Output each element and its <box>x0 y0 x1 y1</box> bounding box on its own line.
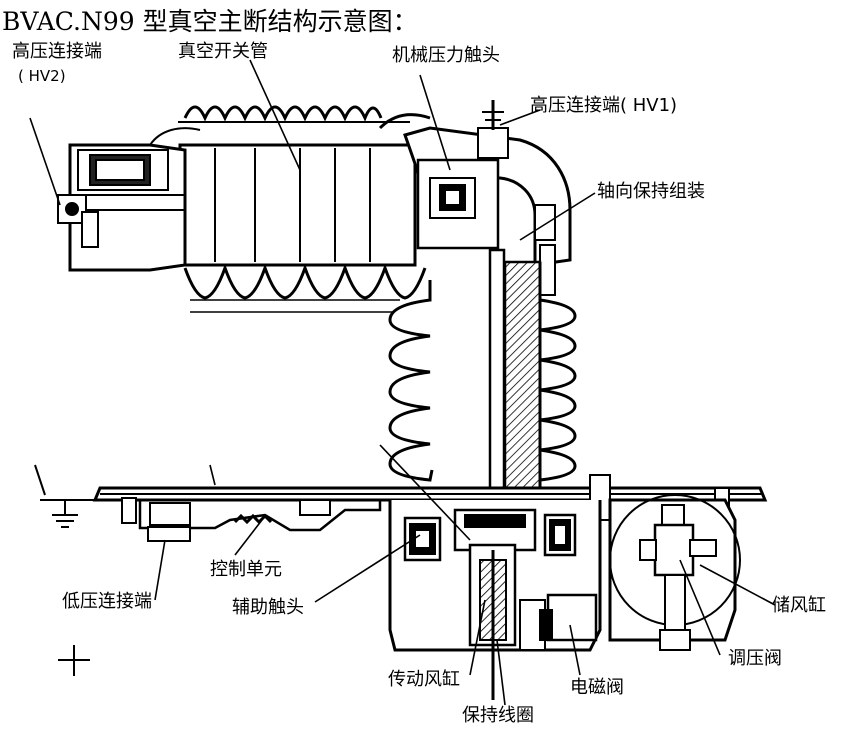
label-hold-coil: 保持线圈 <box>462 705 534 726</box>
label-air-tank: 储风缸 <box>772 595 826 616</box>
vertical-insulator <box>388 248 577 509</box>
label-axial-hold: 轴向保持组装 <box>597 181 705 202</box>
horizontal-insulator <box>178 105 427 313</box>
crosshair-mark <box>58 645 90 676</box>
label-solenoid-valve: 电磁阀 <box>570 677 624 698</box>
label-aux-contact: 辅助触头 <box>232 597 304 618</box>
label-low-voltage: 低压连接端 <box>62 591 152 612</box>
control-unit-body <box>138 499 382 542</box>
ground-symbol <box>34 464 95 528</box>
label-vacuum-tube: 真空开关管 <box>178 41 268 62</box>
label-mech-contact: 机械压力触头 <box>392 45 500 66</box>
label-control-unit: 控制单元 <box>210 559 282 580</box>
label-hv1: 高压连接端( HV1) <box>530 95 678 116</box>
hv2-terminal <box>57 127 201 272</box>
elbow-housing <box>378 100 572 296</box>
leader-lines <box>29 59 776 706</box>
diagram-caption: BVAC.N99 型真空主断结构示意图： <box>2 7 418 36</box>
label-pressure-valve: 调压阀 <box>728 648 782 669</box>
label-hv2: 高压连接端 <box>12 41 102 62</box>
label-hv2-code: ( HV2) <box>18 67 66 85</box>
label-drive-cylinder: 传动风缸 <box>388 669 460 690</box>
mechanism-box <box>388 500 602 700</box>
air-tank-body <box>608 494 741 651</box>
